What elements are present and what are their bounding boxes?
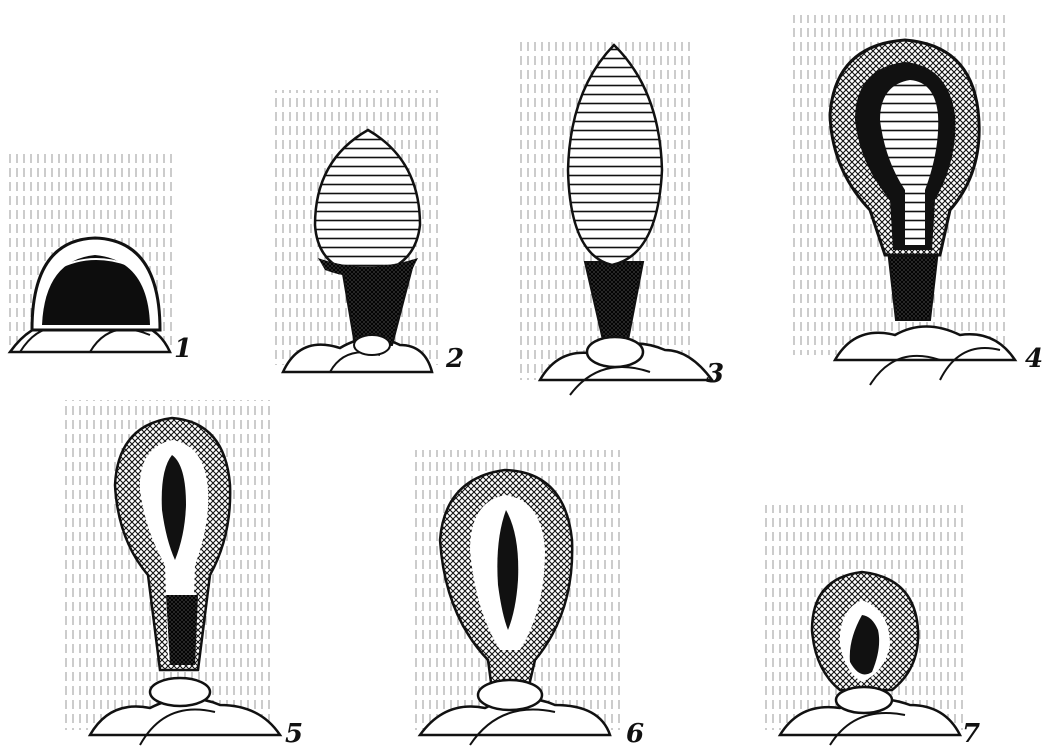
panel-label-5: 5 [285, 719, 303, 749]
base-cell [478, 680, 542, 710]
base-cell [354, 335, 390, 355]
panel-2: 2 [275, 90, 464, 374]
panel-label-2: 2 [445, 344, 464, 374]
panel-6: 6 [410, 450, 644, 749]
panel-1: 1 [5, 150, 192, 364]
panel-7: 7 [765, 505, 980, 749]
base-cell [150, 678, 210, 706]
panel-label-1: 1 [174, 334, 192, 364]
panel-3: 3 [515, 40, 724, 395]
stalk [888, 250, 938, 320]
panel-5: 5 [60, 400, 303, 749]
panel-label-3: 3 [706, 359, 724, 389]
panel-label-4: 4 [1025, 344, 1043, 374]
base-cell [587, 337, 643, 367]
stalk [166, 595, 198, 665]
base-cell [836, 687, 892, 713]
panel-label-6: 6 [626, 719, 644, 749]
panel-4: 4 [790, 15, 1043, 385]
panel-label-7: 7 [962, 719, 980, 749]
